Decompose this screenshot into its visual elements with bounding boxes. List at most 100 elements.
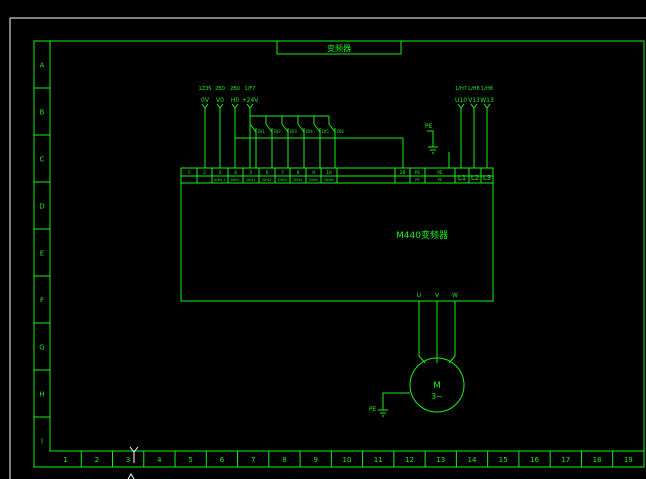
terminal-name: DIN2	[262, 177, 272, 182]
drawing-title: 变频器	[327, 43, 351, 53]
column-label-8: 8	[282, 456, 286, 464]
output-label-W: W	[452, 292, 458, 299]
column-label-12: 12	[405, 456, 414, 464]
column-label-10: 10	[343, 456, 352, 464]
terminal-name: AIN1+	[214, 177, 226, 182]
motor-pe-label: PE	[369, 406, 377, 413]
column-label-2: 2	[95, 456, 99, 464]
pe-wire-top	[427, 130, 434, 147]
switch-contact	[281, 116, 289, 168]
arrow-icon	[483, 103, 491, 109]
terminal-number: 9	[312, 170, 315, 176]
output-wires: U V W	[417, 292, 458, 364]
row-label-D: D	[39, 203, 44, 211]
terminal-name: -	[204, 177, 206, 182]
switch-contact	[265, 116, 273, 168]
wire-code: 2B0	[230, 86, 240, 92]
column-label-14: 14	[468, 456, 477, 464]
switch-contact	[313, 116, 321, 168]
output-wire	[448, 301, 456, 364]
outer-frame	[33, 40, 645, 468]
supply-signal: W13	[480, 97, 494, 104]
arrow-icon	[246, 103, 254, 109]
terminal-L3: L3	[483, 174, 491, 182]
terminal-number: 3	[219, 170, 222, 176]
pe-label-top: PE	[425, 123, 433, 130]
terminal-number: PE	[437, 170, 443, 176]
terminal-L1: L1	[458, 174, 466, 182]
switch-label: DI5	[322, 129, 329, 134]
row-label-A: A	[40, 62, 45, 70]
terminal-name: -	[402, 177, 404, 182]
supply-code: 1/H7	[455, 86, 467, 92]
switch-contact	[249, 116, 257, 168]
column-label-3: 3	[126, 456, 130, 464]
row-label-G: G	[39, 344, 44, 352]
ground-icon	[428, 146, 438, 154]
wire-signal: +24V	[242, 97, 260, 104]
column-label-18: 18	[593, 456, 602, 464]
terminal-name: -	[188, 177, 190, 182]
terminal-number: 5	[250, 170, 253, 176]
terminal-name: PE	[438, 177, 443, 182]
arrow-icon	[201, 103, 209, 109]
supply-code: L/H8	[468, 86, 479, 92]
column-label-15: 15	[499, 456, 508, 464]
terminal-number: PE	[415, 170, 421, 176]
drive-label: M440变频器	[396, 229, 448, 241]
switch-label: DI6	[337, 129, 344, 134]
terminal-number: 1	[188, 170, 191, 176]
cursor-marker	[127, 473, 135, 479]
inner-frame	[49, 40, 645, 452]
terminal-number: 7	[281, 170, 284, 176]
switch-contact	[297, 116, 305, 168]
motor-name: M	[433, 381, 441, 391]
terminal-number: 16	[326, 170, 332, 176]
arrow-icon	[216, 103, 224, 109]
terminal-number: 4	[234, 170, 237, 176]
arrow-icon	[470, 103, 478, 109]
column-dividers	[80, 451, 614, 467]
terminal-strip: 1-2-3AIN1+4AIN1-5DIN16DIN27DIN38DIN49DIN…	[188, 168, 494, 183]
motor-symbol	[409, 357, 465, 413]
row-label-F: F	[40, 297, 44, 305]
terminal-name: DIN5	[309, 177, 319, 182]
supply-signal: U10	[455, 97, 467, 104]
output-label-V: V	[435, 292, 440, 299]
row-label-C: C	[40, 156, 45, 164]
column-label-4: 4	[157, 456, 162, 464]
row-label-H: H	[39, 391, 44, 399]
row-label-B: B	[40, 109, 45, 117]
switch-contact	[328, 116, 336, 168]
row-dividers	[34, 87, 50, 418]
column-label-16: 16	[530, 456, 539, 464]
terminal-name: DIN6	[324, 177, 334, 182]
motor-phase: 3~	[431, 392, 443, 401]
terminal-L2: L2	[471, 174, 479, 182]
switch-label: DI2	[274, 129, 281, 134]
cursor-crosshair	[129, 446, 139, 463]
arrow-icon	[457, 103, 465, 109]
arrow-icon	[231, 103, 239, 109]
terminal-name: DIN4	[293, 177, 303, 182]
row-labels: A B C D E F G H I	[39, 62, 44, 446]
terminal-name: AIN1-	[230, 177, 241, 182]
terminal-number: 8	[297, 170, 300, 176]
terminal-number: 28	[400, 170, 406, 176]
column-label-17: 17	[561, 456, 570, 464]
wire-code: 1/F7	[245, 86, 256, 92]
row-label-I: I	[41, 438, 43, 446]
output-label-U: U	[417, 292, 421, 299]
column-label-1: 1	[63, 456, 67, 464]
switch-label: DI3	[290, 129, 297, 134]
wire-signal: H0	[231, 97, 240, 104]
column-label-11: 11	[374, 456, 383, 464]
row-label-E: E	[40, 250, 44, 258]
title-box	[276, 40, 402, 55]
wire-signal: V0	[216, 97, 224, 104]
supply-signal: V13	[468, 97, 480, 104]
